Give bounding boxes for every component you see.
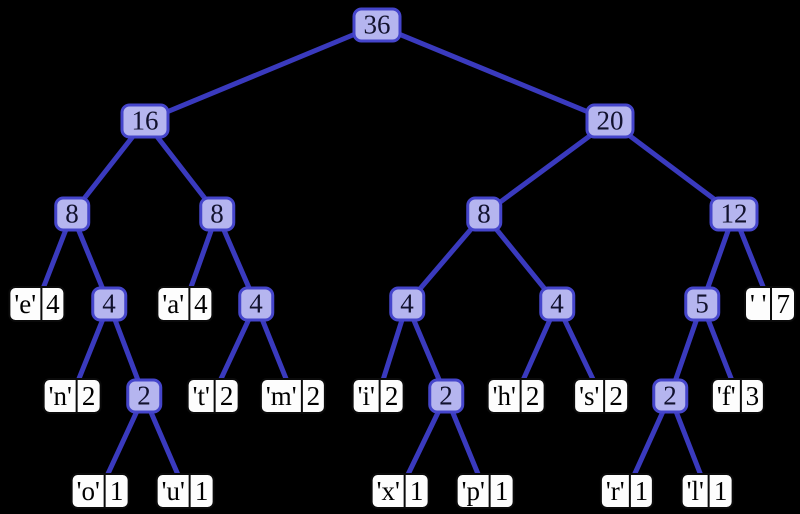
leaf-count-label: 1 [628, 475, 653, 507]
internal-node: 12 [709, 196, 759, 232]
leaf-char-label: 'h' [492, 380, 516, 411]
internal-node: 2 [652, 378, 688, 414]
leaf-char-label: 'e' [14, 288, 37, 319]
internal-node: 8 [54, 196, 90, 232]
leaf-count-label: 2 [213, 380, 238, 412]
leaf-node: 'm'2 [259, 378, 327, 414]
leaf-count-label: 1 [403, 475, 428, 507]
leaf-count-label: 2 [378, 380, 403, 412]
leaf-char-label: 'f' [716, 380, 736, 411]
leaf-node: 'o'1 [70, 473, 130, 509]
leaf-count-label: 2 [300, 380, 325, 412]
leaf-node: 'p'1 [455, 473, 515, 509]
leaf-char-label: 'o' [76, 475, 100, 506]
internal-node: 4 [238, 286, 274, 322]
leaf-count-label: 1 [488, 475, 513, 507]
internal-node: 4 [539, 286, 575, 322]
leaf-char-label: 'u' [161, 475, 185, 506]
leaf-char-label: 'm' [265, 380, 297, 411]
leaf-char-label: 'n' [48, 380, 72, 411]
leaf-node: 'h'2 [486, 378, 546, 414]
tree-edge [142, 22, 380, 124]
leaf-char-label: 'i' [357, 380, 375, 411]
internal-node: 4 [389, 286, 425, 322]
leaf-node: 'e'4 [8, 286, 66, 322]
internal-node: 2 [126, 378, 162, 414]
leaf-node: 'i'2 [351, 378, 405, 414]
leaf-node: ' '7 [744, 286, 796, 322]
leaf-count-label: 7 [770, 288, 794, 320]
leaf-char-label: 'r' [605, 475, 625, 506]
leaf-char-label: 'p' [461, 475, 485, 506]
leaf-node: 'n'2 [42, 378, 102, 414]
internal-node: 36 [352, 7, 402, 43]
leaf-count-label: 2 [519, 380, 544, 412]
leaf-count-label: 1 [707, 475, 732, 507]
internal-node: 16 [120, 103, 170, 139]
tree-edge [374, 22, 613, 124]
leaf-node: 'f'3 [710, 378, 766, 414]
leaf-node: 'l'1 [680, 473, 734, 509]
leaf-count-label: 1 [103, 475, 128, 507]
leaf-node: 'a'4 [156, 286, 214, 322]
leaf-count-label: 3 [739, 380, 764, 412]
leaf-char-label: 't' [192, 380, 210, 411]
internal-node: 5 [684, 286, 720, 322]
leaf-count-label: 1 [188, 475, 213, 507]
leaf-count-label: 2 [603, 380, 627, 412]
leaf-node: 't'2 [186, 378, 240, 414]
leaf-node: 'r'1 [599, 473, 655, 509]
internal-node: 4 [91, 286, 127, 322]
leaf-node: 's'2 [573, 378, 629, 414]
leaf-node: 'u'1 [155, 473, 215, 509]
leaf-count-label: 4 [188, 288, 212, 320]
leaf-char-label: 'l' [686, 475, 704, 506]
leaf-char-label: 'a' [162, 288, 185, 319]
leaf-char-label: ' ' [750, 288, 767, 319]
leaf-count-label: 2 [75, 380, 100, 412]
leaf-node: 'x'1 [370, 473, 430, 509]
internal-node: 2 [428, 378, 464, 414]
internal-node: 8 [466, 196, 502, 232]
internal-node: 20 [585, 103, 635, 139]
leaf-count-label: 4 [40, 288, 64, 320]
leaf-char-label: 'x' [376, 475, 400, 506]
leaf-char-label: 's' [579, 380, 600, 411]
internal-node: 8 [199, 196, 235, 232]
